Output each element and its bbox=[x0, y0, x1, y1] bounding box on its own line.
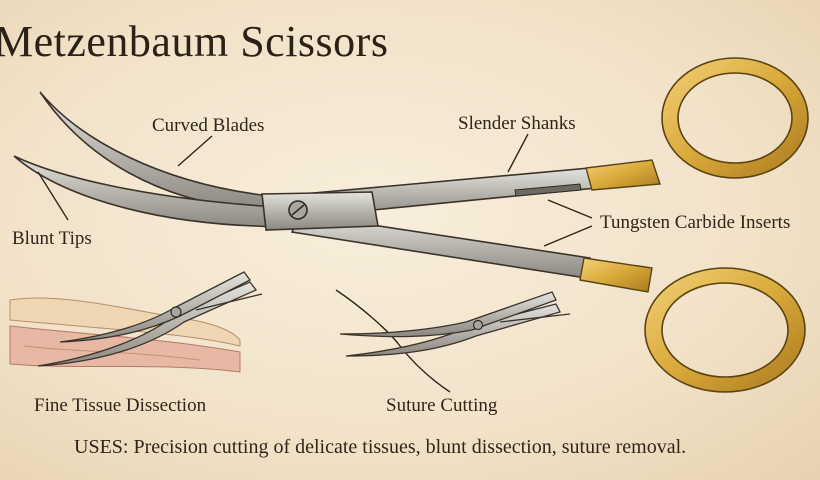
leader-blunt-tips bbox=[37, 171, 69, 221]
leader-curved-blades bbox=[177, 135, 213, 167]
tungsten-insert bbox=[514, 183, 582, 197]
lower-finger-ring bbox=[644, 267, 806, 393]
upper-finger-ring bbox=[661, 57, 809, 179]
suture-scissor-blade-2 bbox=[339, 291, 557, 338]
tissue-layer-upper bbox=[9, 297, 241, 347]
leader-tungsten-lower bbox=[543, 225, 593, 247]
caption-suture-cutting: Suture Cutting bbox=[386, 395, 498, 416]
caption-fine-tissue-dissection: Fine Tissue Dissection bbox=[34, 395, 207, 416]
label-slender-shanks: Slender Shanks bbox=[458, 113, 576, 134]
leader-slender-shanks bbox=[507, 133, 529, 173]
box-joint bbox=[261, 191, 379, 231]
dissection-scissor-blade-2 bbox=[59, 271, 251, 343]
suture-vignette bbox=[335, 289, 571, 393]
leader-tungsten-upper bbox=[547, 199, 593, 219]
main-scissors bbox=[13, 57, 809, 393]
dissection-vignette bbox=[9, 271, 263, 373]
page-title: Metzenbaum Scissors bbox=[0, 17, 389, 66]
uses-caption: USES: Precision cutting of delicate tiss… bbox=[74, 436, 687, 458]
label-blunt-tips: Blunt Tips bbox=[12, 228, 92, 249]
upper-gold-sleeve bbox=[585, 159, 661, 191]
lower-blade bbox=[13, 155, 301, 229]
leader-lines bbox=[37, 133, 593, 247]
label-curved-blades: Curved Blades bbox=[152, 115, 265, 136]
suture-thread bbox=[335, 289, 451, 393]
upper-blade bbox=[39, 91, 291, 213]
lower-gold-sleeve bbox=[579, 257, 653, 293]
label-tungsten-inserts: Tungsten Carbide Inserts bbox=[600, 212, 791, 233]
